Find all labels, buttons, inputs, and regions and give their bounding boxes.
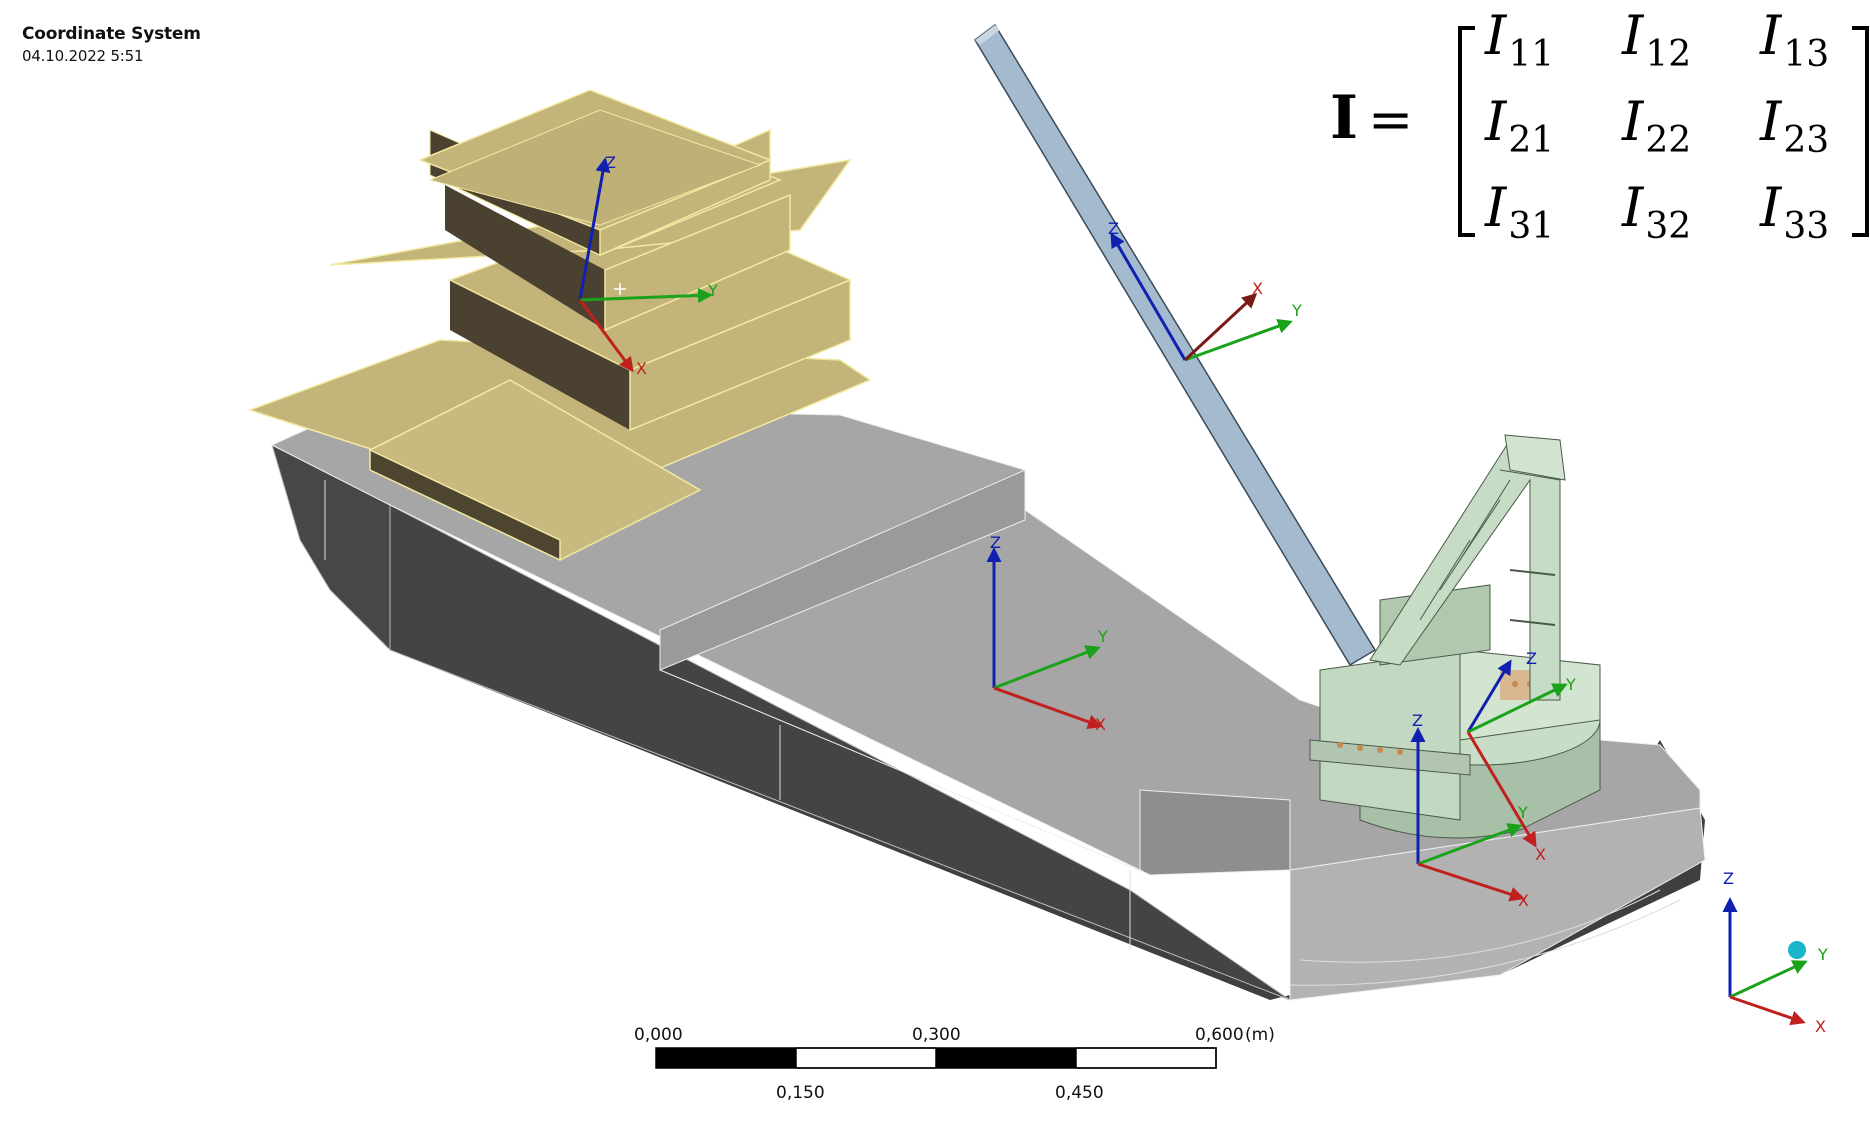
crane-a-frame[interactable] <box>1369 434 1566 701</box>
view-title: Coordinate System <box>22 24 201 44</box>
axis-label-x: X <box>1518 891 1529 910</box>
scale-bar: 0,000 0,300 0,600 (m) 0,150 0,450 <box>634 1025 1275 1103</box>
scale-unit: (m) <box>1245 1025 1275 1045</box>
axis-label-z: Z <box>605 153 616 172</box>
matrix-entry: I21 <box>1484 90 1554 161</box>
matrix-entry: I13 <box>1759 4 1829 75</box>
matrix-entry: I23 <box>1759 90 1829 161</box>
matrix-entry: I33 <box>1759 176 1829 247</box>
matrix-entry: I32 <box>1621 176 1691 247</box>
axis-label-z: Z <box>1526 649 1537 668</box>
axis-label-x: X <box>1535 845 1546 864</box>
scale-label-450: 0,450 <box>1055 1083 1104 1103</box>
axis-label-x: X <box>1252 279 1263 298</box>
axis-label-z: Z <box>1723 869 1734 888</box>
view-timestamp: 04.10.2022 5:51 <box>22 47 144 65</box>
scale-label-300: 0,300 <box>912 1025 961 1045</box>
matrix-right-bracket <box>1852 26 1869 237</box>
matrix-entry: I31 <box>1484 176 1554 247</box>
superstructure[interactable] <box>247 89 872 562</box>
axis-label-z: Z <box>1412 711 1423 730</box>
axis-label-y: Y <box>1565 675 1576 694</box>
axis-label-x: X <box>636 359 647 378</box>
scale-label-0: 0,000 <box>634 1025 683 1045</box>
axis-label-x: X <box>1815 1017 1826 1036</box>
matrix-left-bracket <box>1458 26 1475 237</box>
axis-label-x: X <box>1095 715 1106 734</box>
coordinate-system-crane-pedestal[interactable]: Z Y X <box>1410 711 1529 910</box>
matrix-entry: I11 <box>1484 4 1554 75</box>
triad-center-ball <box>1788 941 1806 959</box>
axis-label-y: Y <box>707 281 718 300</box>
scale-label-150: 0,150 <box>776 1083 825 1103</box>
axis-label-y: Y <box>1291 301 1302 320</box>
matrix-lhs: I <box>1330 83 1358 153</box>
coordinate-system-deck[interactable]: Z Y X <box>986 533 1108 734</box>
coordinate-system-crane[interactable]: Z Y X <box>1466 649 1576 864</box>
axis-label-y: Y <box>1817 945 1828 964</box>
axis-label-y: Y <box>1097 627 1108 646</box>
coordinate-system-boom[interactable]: Z Y X <box>1108 219 1302 362</box>
axis-label-z: Z <box>990 533 1001 552</box>
matrix-equals: = <box>1368 88 1413 151</box>
axis-label-z: Z <box>1108 219 1119 238</box>
global-axis-triad[interactable]: Z Y X <box>1722 869 1828 1036</box>
ship-hull[interactable] <box>271 444 1706 1001</box>
matrix-entry: I22 <box>1621 90 1691 161</box>
axis-label-y: Y <box>1517 803 1528 822</box>
coordinate-system-superstructure[interactable]: Z Y X <box>578 153 718 378</box>
matrix-entry: I12 <box>1621 4 1691 75</box>
scale-label-600: 0,600 <box>1195 1025 1244 1045</box>
